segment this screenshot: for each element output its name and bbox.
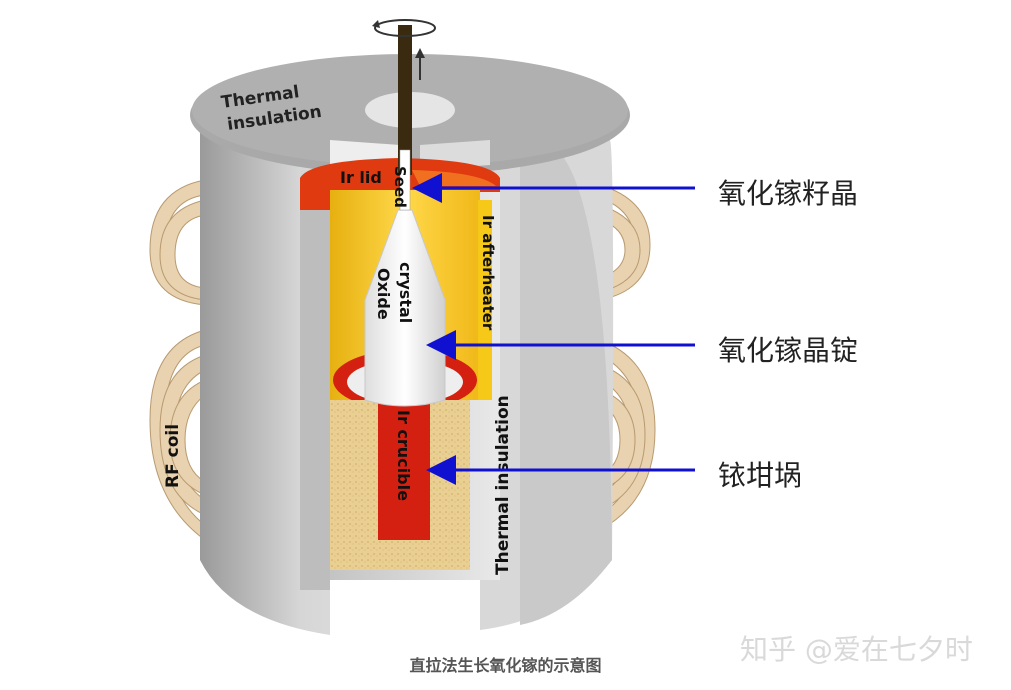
callout-crucible-label: 铱坩埚 xyxy=(718,459,803,492)
label-crystal: crystal xyxy=(396,262,415,323)
label-thermal-insulation-side: Thermal insulation xyxy=(493,395,513,575)
figure-caption: 直拉法生长氧化镓的示意图 xyxy=(409,656,602,675)
label-oxide: Oxide xyxy=(374,268,393,320)
rotation-arrow-icon xyxy=(374,19,436,37)
seed-rod xyxy=(398,25,412,175)
label-ir-afterheater: Ir afterheater xyxy=(479,215,497,331)
callout-crystal-label: 氧化镓晶锭 xyxy=(718,334,859,367)
rf-coil-left xyxy=(149,179,206,541)
label-seed: Seed xyxy=(391,166,409,208)
oxide-crystal xyxy=(364,209,446,407)
ir-crucible xyxy=(378,400,430,540)
label-rf-coil: RF coil xyxy=(163,424,183,488)
callout-seed-label: 氧化镓籽晶 xyxy=(718,177,859,210)
watermark: 知乎 @爱在七夕时 xyxy=(740,633,973,666)
label-ir-crucible: Ir crucible xyxy=(394,410,413,501)
label-ir-lid: Ir lid xyxy=(340,168,382,187)
